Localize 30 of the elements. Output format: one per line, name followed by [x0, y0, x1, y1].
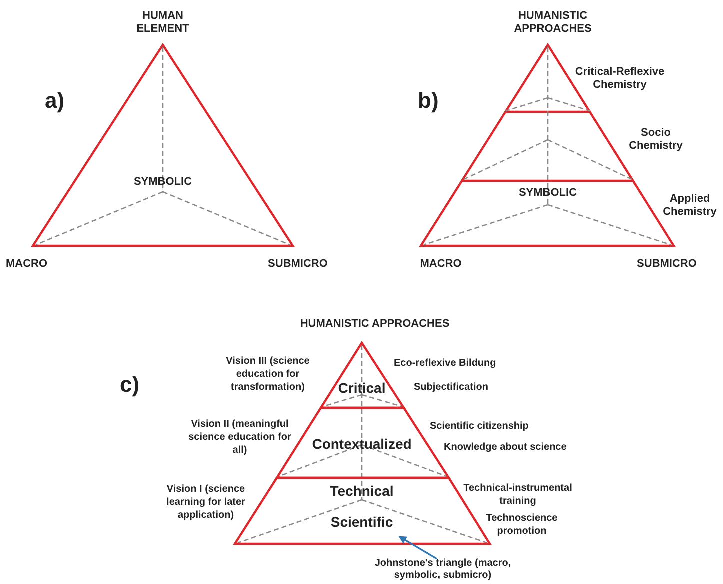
- heading: HUMANISTIC APPROACHES: [299, 318, 451, 331]
- vision-note: Vision III (science education for transformation): [225, 355, 311, 394]
- level-label: Critical-Reflexive Chemistry: [574, 66, 666, 92]
- note-text: Johnstone's triangle (macro, symbolic, submicro): [368, 558, 518, 582]
- vertex-label: HUMANISTIC APPROACHES: [513, 10, 593, 36]
- outcome-note: Scientific citizenship: [430, 420, 530, 433]
- vertex-label: SUBMICRO: [636, 258, 698, 271]
- level-label: Applied Chemistry: [662, 193, 718, 219]
- vision-note: Vision II (meaningful science education for all): [188, 418, 292, 457]
- layer-label: Contextualized: [312, 436, 412, 452]
- outcome-note: Technical-instrumental training: [462, 482, 574, 508]
- panel-letter: c): [120, 372, 141, 398]
- vertex-label: SUBMICRO: [267, 258, 329, 271]
- outcome-note: Knowledge about science: [444, 441, 568, 454]
- vertex-label: SYMBOLIC: [518, 187, 578, 200]
- outcome-note: Eco-reflexive Bildung: [394, 357, 498, 370]
- level-label: Socio Chemistry: [628, 127, 684, 153]
- outcome-note: Subjectification: [414, 381, 490, 394]
- vertex-label: MACRO: [419, 258, 463, 271]
- panel-letter: a): [45, 88, 66, 114]
- outcome-note: Technoscience promotion: [485, 512, 559, 538]
- vertex-label: MACRO: [6, 258, 49, 271]
- vertex-label: SYMBOLIC: [132, 176, 194, 189]
- vertex-label: HUMAN ELEMENT: [136, 10, 190, 36]
- layer-label: Scientific: [330, 514, 394, 530]
- arrow: [398, 536, 438, 560]
- vision-note: Vision I (science learning for later application): [166, 483, 246, 522]
- layer-label: Technical: [330, 483, 394, 499]
- panel-letter: b): [418, 88, 440, 114]
- layer-label: Critical: [338, 380, 386, 396]
